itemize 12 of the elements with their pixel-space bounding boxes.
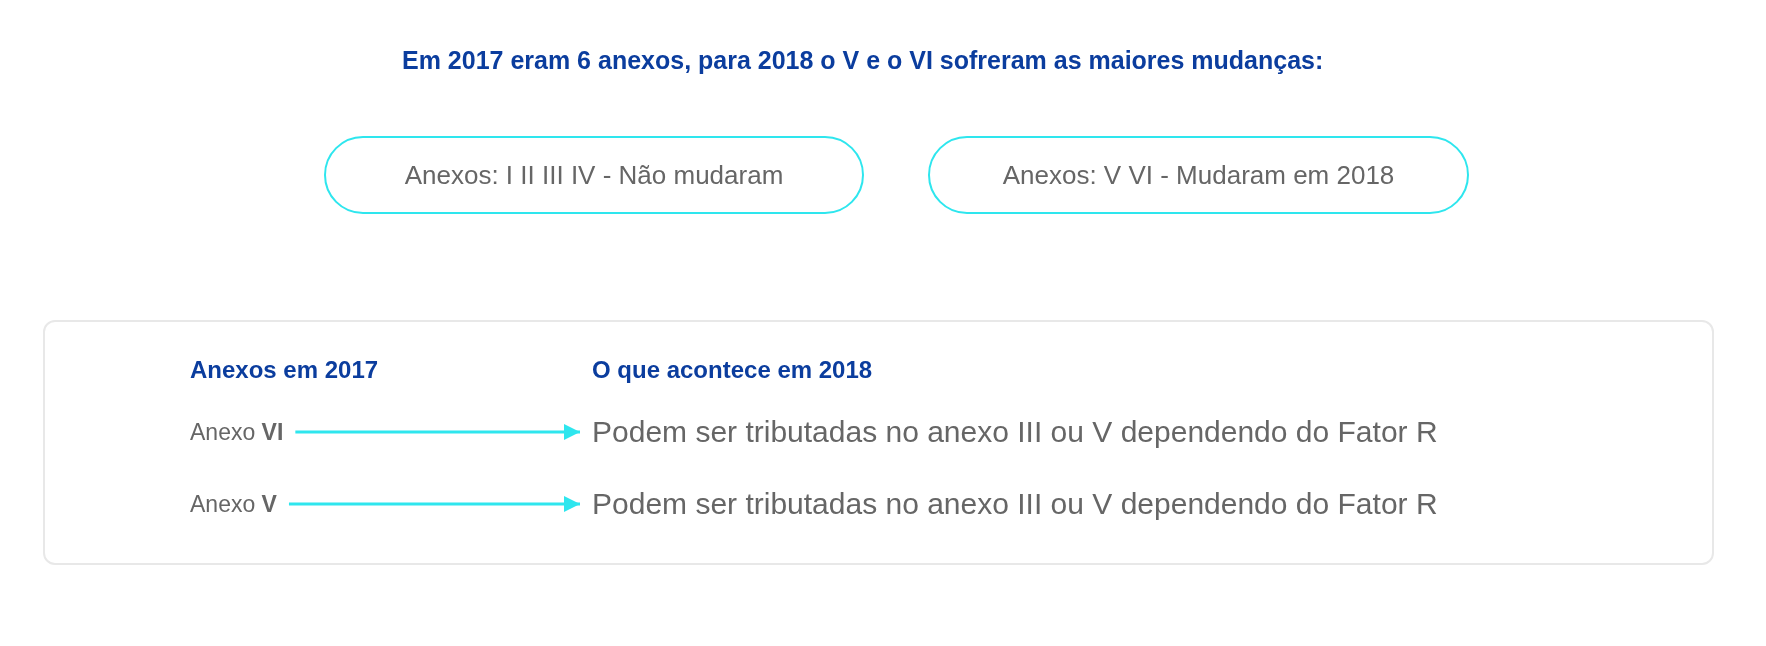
arrow xyxy=(295,424,580,440)
category-pill: Anexos: I II III IV - Não mudaram xyxy=(324,136,864,214)
description-text: Podem ser tributadas no anexo III ou V dependendo do Fator R xyxy=(592,414,1438,450)
column-heading: O que acontece em 2018 xyxy=(592,356,873,384)
heading: Em 2017 eram 6 anexos, para 2018 o V e o VI sofreram as maiores mudanças: xyxy=(402,45,1324,75)
annex-label: Anexo VI xyxy=(190,418,284,446)
description-text: Podem ser tributadas no anexo III ou V dependendo do Fator R xyxy=(592,486,1438,522)
comparison-panel xyxy=(43,320,1714,565)
category-pill: Anexos: V VI - Mudaram em 2018 xyxy=(928,136,1469,214)
column-heading: Anexos em 2017 xyxy=(190,356,379,384)
annex-label: Anexo V xyxy=(190,490,277,518)
arrow xyxy=(288,496,580,512)
